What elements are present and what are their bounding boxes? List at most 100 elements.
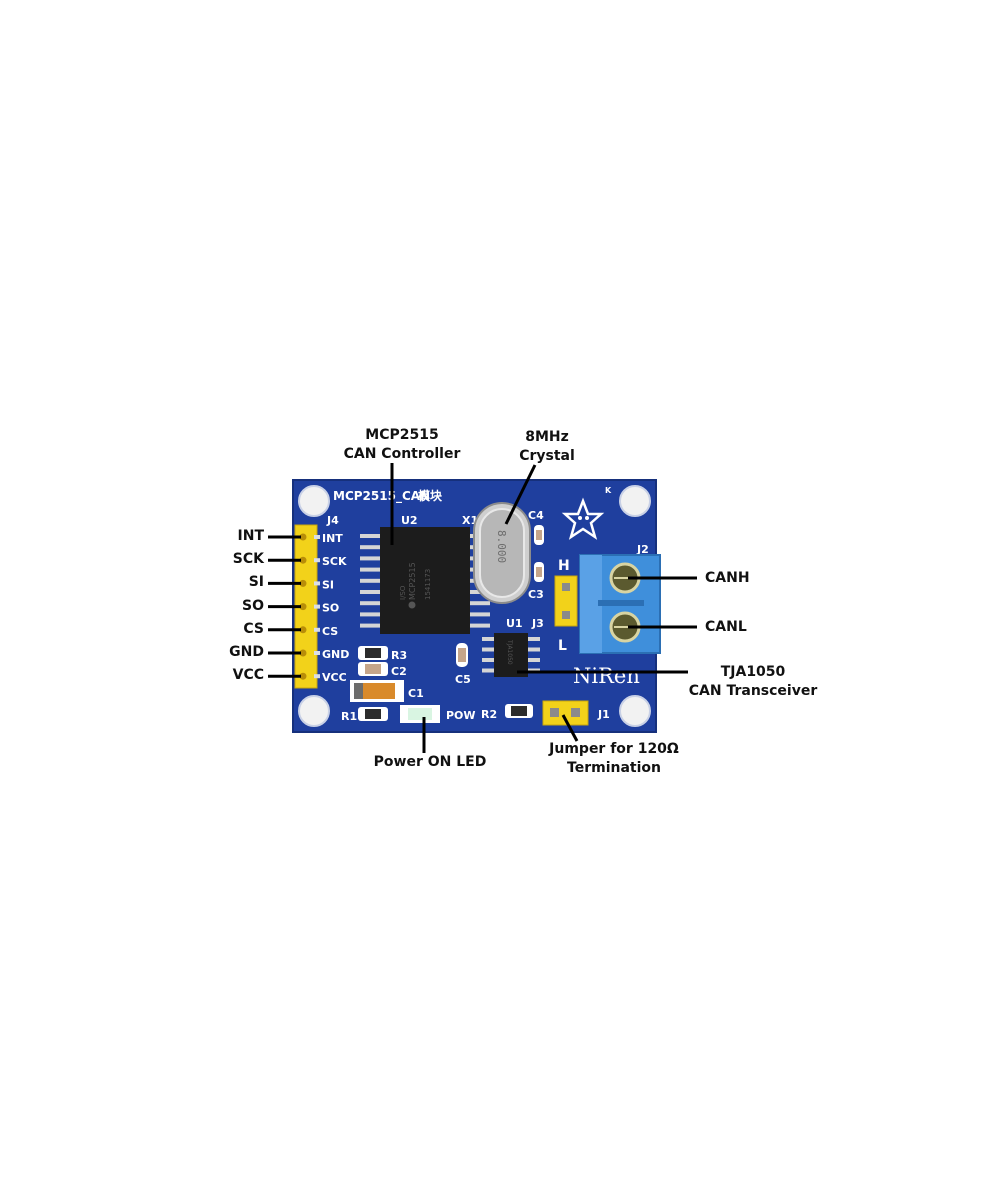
resistor-r2-body — [511, 706, 527, 716]
jumper-callout-line — [561, 714, 579, 742]
header-pin-trace — [314, 627, 320, 632]
header-pin-trace — [314, 535, 320, 539]
chip-leg — [360, 567, 380, 572]
callout-lines — [268, 463, 697, 753]
silk-r3: R3 — [391, 649, 407, 662]
header-pin-trace — [314, 674, 320, 679]
jumper-j3 — [554, 575, 578, 627]
capacitor-c4-body — [536, 530, 542, 540]
logo-icon — [561, 497, 605, 540]
chip-leg — [360, 556, 380, 561]
transceiver-callout-line2: CAN Transceiver — [688, 683, 818, 699]
pin-callout-sck: SCK — [232, 551, 264, 568]
chip-leg — [470, 623, 490, 628]
silk-l: L — [558, 638, 567, 654]
crystal-callout-line — [504, 464, 537, 525]
controller-chip — [380, 527, 470, 634]
header-pin-trace — [314, 604, 320, 609]
controller-marking: MCP2515 — [408, 562, 417, 600]
capacitor-c5-body — [458, 648, 466, 662]
chip-leg — [360, 623, 380, 628]
silk-c5: C5 — [455, 673, 471, 686]
silk-h: H — [558, 558, 570, 574]
silk-u2: U2 — [401, 514, 418, 527]
header-pin — [299, 626, 307, 634]
pin-callout-vcc: VCC — [232, 667, 264, 684]
crystal-can — [479, 508, 525, 598]
silk-pin-vcc: VCC — [322, 671, 347, 684]
chip-leg — [360, 601, 380, 606]
power-led-lens — [408, 708, 432, 720]
mounting-holes — [298, 485, 651, 727]
header-pin — [299, 579, 307, 587]
crystal-callout-line2: Crystal — [519, 448, 575, 464]
jumper-j1-pin — [571, 708, 580, 717]
board-title-glyphs: 模块 — [418, 488, 443, 503]
microchip-logo-icon — [408, 601, 416, 609]
pin-callout-gnd: GND — [229, 644, 264, 660]
silk-c3: C3 — [528, 588, 544, 601]
header-pin — [299, 533, 307, 541]
controller-callout-line1: MCP2515 — [365, 427, 439, 443]
resistor-r1-body — [365, 709, 381, 719]
header-pin-trace — [314, 581, 320, 586]
controller-callout-line2: CAN Controller — [343, 446, 461, 462]
header-pin — [299, 603, 307, 611]
crystal-callout-line1: 8MHz — [525, 429, 569, 445]
header-pin — [299, 672, 307, 680]
chip-leg — [528, 637, 540, 641]
led-callout: Power ON LED — [373, 754, 487, 770]
chip-leg — [360, 534, 380, 538]
corner-mark-silk: K — [605, 486, 612, 495]
resistor-r3-body — [365, 648, 381, 658]
jumper-callout-line1: Jumper for 120Ω — [549, 741, 679, 757]
silk-pin-si: SI — [322, 578, 334, 591]
header-pin-trace — [314, 558, 320, 563]
header-pin-group — [299, 533, 320, 680]
canl-callout: CANL — [705, 619, 747, 635]
crystal-callout: 8MHz Crystal — [497, 428, 597, 466]
silk-pow: POW — [446, 709, 476, 722]
controller-callout: MCP2515 CAN Controller — [332, 426, 472, 464]
silk-j3: J3 — [531, 617, 544, 630]
chip-leg — [360, 590, 380, 594]
controller-code: I/SO — [399, 585, 407, 600]
chip-leg — [470, 601, 490, 606]
capacitor-c1-body — [363, 683, 395, 699]
pin-callout-cs: CS — [243, 620, 264, 637]
mounting-hole — [619, 695, 651, 727]
brand-silk: NiRen — [573, 664, 640, 688]
chip-leg — [360, 578, 380, 583]
chip-leg — [482, 668, 494, 673]
mounting-hole — [619, 485, 651, 517]
silk-r1: R1 — [341, 710, 357, 723]
chip-leg — [528, 647, 540, 652]
silk-u1: U1 — [506, 617, 523, 630]
silk-j1: J1 — [597, 708, 610, 721]
silk-j2: J2 — [636, 543, 649, 556]
canh-callout: CANH — [705, 570, 750, 586]
silk-c1: C1 — [408, 687, 424, 700]
silk-pin-int: INT — [322, 532, 343, 545]
chip-leg — [528, 658, 540, 662]
jumper-j3-pin — [562, 611, 570, 619]
pin-callout-int: INT — [237, 528, 264, 544]
silk-pin-so: SO — [322, 602, 339, 615]
capacitor-c2-body — [365, 664, 381, 674]
silk-pin-gnd: GND — [322, 648, 349, 661]
silk-j4: J4 — [326, 514, 339, 527]
silk-r2: R2 — [481, 708, 497, 721]
capacitor-c3-body — [536, 567, 542, 577]
chip-leg — [482, 647, 494, 652]
screw-terminal-divider — [598, 600, 644, 606]
jumper-j1-pin — [550, 708, 559, 717]
capacitor-c1-band — [354, 683, 363, 699]
mounting-hole — [298, 695, 330, 727]
header-pin — [299, 649, 307, 657]
jumper-callout-line2: Termination — [567, 760, 661, 776]
silk-pin-cs: CS — [322, 625, 338, 638]
pin-callout-so: SO — [242, 597, 264, 614]
